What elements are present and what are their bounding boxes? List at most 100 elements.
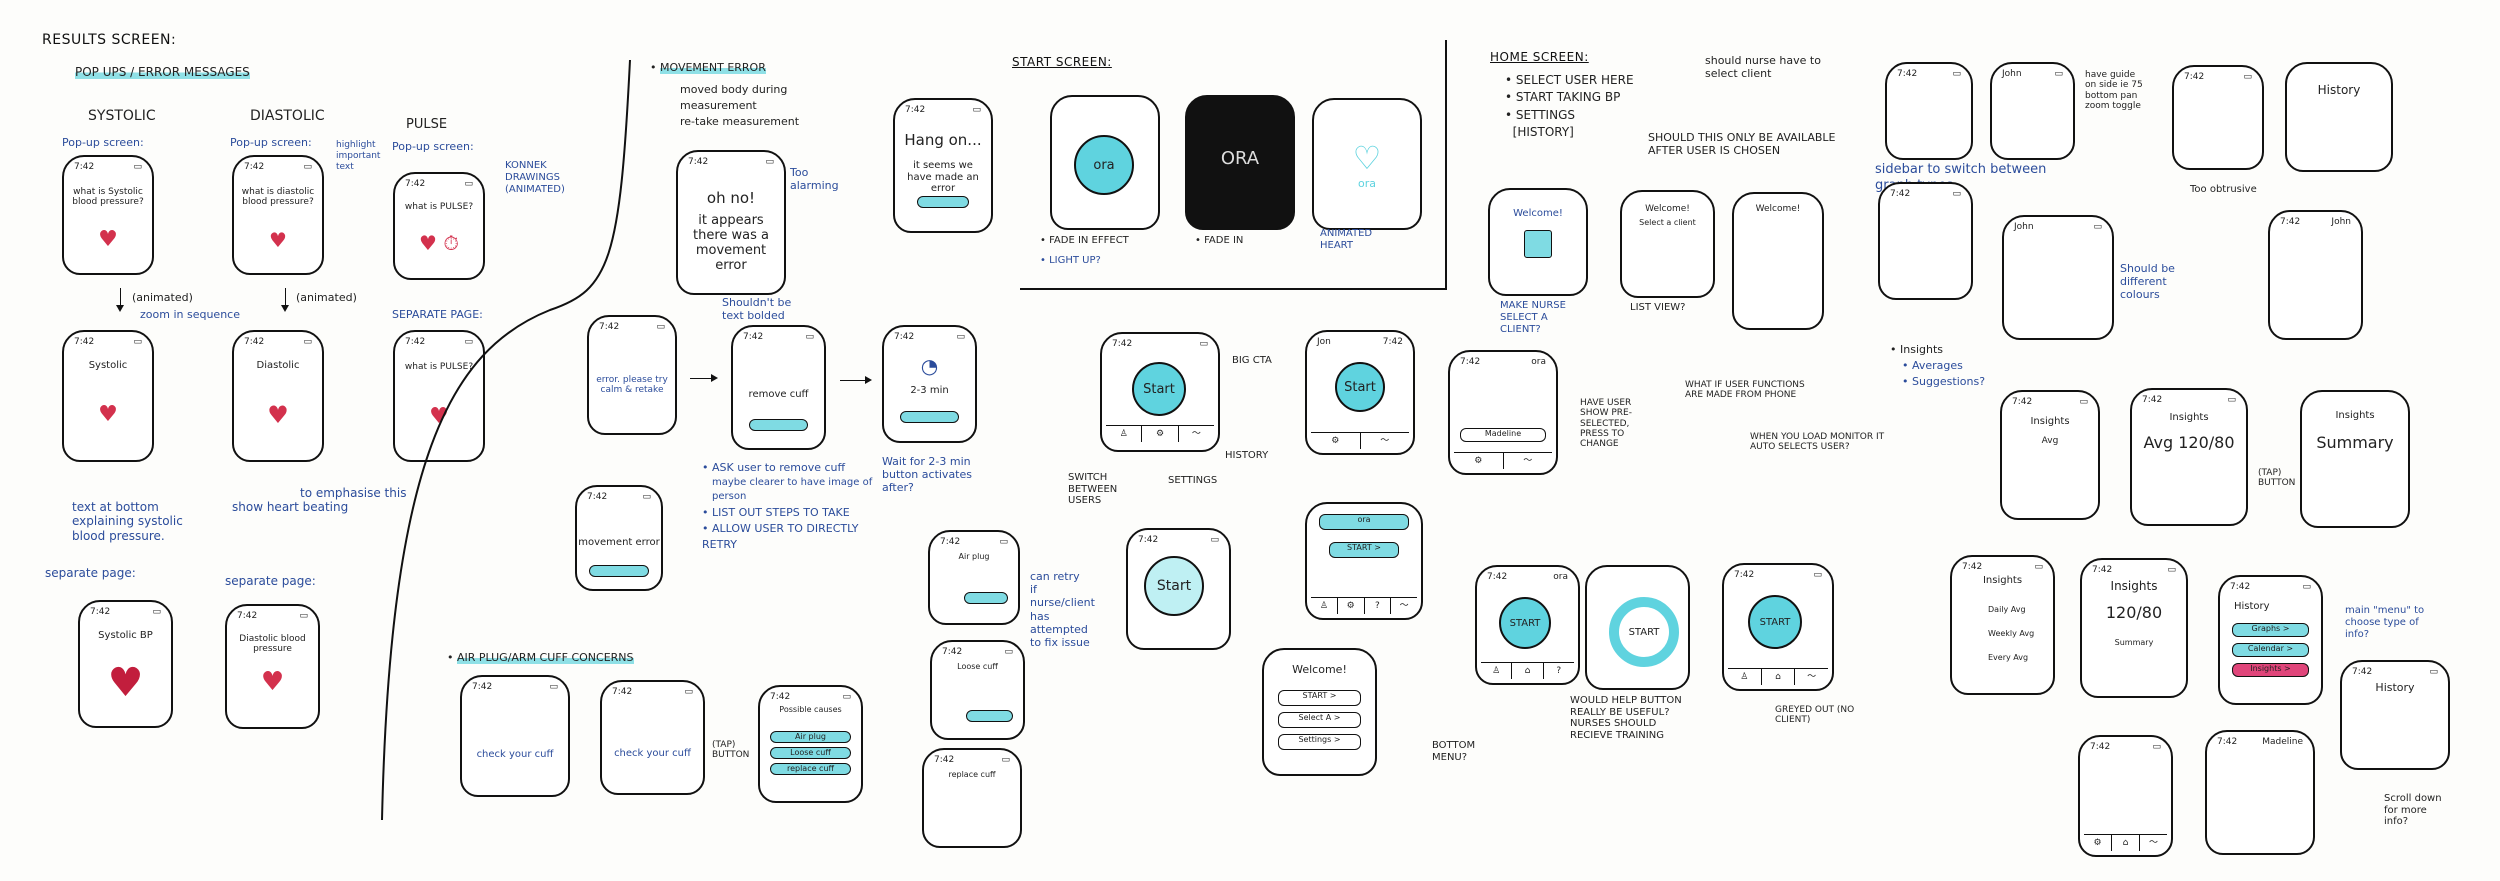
retry-button[interactable] bbox=[917, 196, 969, 208]
history-scroll-phone: 7:42▭ History bbox=[2340, 660, 2450, 770]
user-icon[interactable]: ♙ bbox=[1311, 598, 1338, 614]
loose-cuff-button[interactable]: Loose cuff bbox=[770, 747, 851, 759]
retry-button[interactable] bbox=[900, 411, 959, 423]
history-icon[interactable]: 〜 bbox=[1807, 672, 1817, 682]
diastolic-zoom-phone: 7:42▭ Diastolic ♥ bbox=[232, 330, 324, 462]
ask-user-bullets: • ASK user to remove cuff maybe clearer … bbox=[702, 461, 873, 551]
gear-icon[interactable]: ⚙ bbox=[1142, 426, 1179, 442]
graph-nav-phone: 7:42▭ ⚙⌂〜 bbox=[2078, 735, 2173, 857]
systolic-popup-phone: 7:42▭ what is Systolic blood pressure? ♥ bbox=[62, 155, 154, 275]
gear-icon[interactable]: ⚙ bbox=[2084, 835, 2112, 851]
airplug-heading: • AIR PLUG/ARM CUFF CONCERNS bbox=[447, 651, 634, 664]
scroll-note: Scroll down for more info? bbox=[2384, 793, 2442, 827]
popup-label-3: Pop-up screen: bbox=[392, 140, 474, 153]
continue-button[interactable] bbox=[749, 419, 808, 431]
calendar-button[interactable]: Calendar > bbox=[2232, 643, 2309, 657]
heart-icon: ♥ bbox=[429, 404, 449, 429]
systolic-popup-text: what is Systolic blood pressure? bbox=[72, 187, 144, 208]
sidebar-graph-phone: 7:42▭ bbox=[1878, 182, 1973, 300]
start-arrow-phone: ora START > ♙⚙?〜 bbox=[1305, 502, 1423, 620]
summary-phone: Insights Summary bbox=[2300, 390, 2410, 528]
start-button[interactable]: Start bbox=[1132, 362, 1186, 416]
bottom-nav: ♙⚙ 〜 bbox=[1106, 425, 1214, 442]
welcome-select-phone: Welcome! bbox=[1488, 188, 1588, 296]
pulse-popup-text: what is PULSE? bbox=[404, 202, 474, 212]
heart-icon: ♥ bbox=[269, 228, 287, 252]
pulse-page-phone: 7:42▭ what is PULSE? ♥ bbox=[393, 330, 485, 462]
select-a-button[interactable]: Select A > bbox=[1278, 712, 1361, 728]
history-icon[interactable]: 〜 bbox=[1523, 456, 1533, 466]
user-icon[interactable]: ♙ bbox=[1106, 426, 1143, 442]
diastolic-popup-phone: 7:42▭ what is diastolic blood pressure? … bbox=[232, 155, 324, 275]
air-plug-button[interactable]: Air plug bbox=[770, 731, 851, 743]
when-load-note: WHEN YOU LOAD MONITOR IT AUTO SELECTS US… bbox=[1750, 432, 1885, 453]
gear-icon[interactable]: ⚙ bbox=[1454, 453, 1504, 469]
retry-button[interactable] bbox=[589, 565, 649, 577]
light-up-label: • LIGHT UP? bbox=[1040, 255, 1101, 266]
settings-button[interactable]: Settings > bbox=[1278, 734, 1361, 750]
history-icon[interactable]: 〜 bbox=[1399, 601, 1409, 611]
check-cuff-phone-1: 7:42▭ check your cuff bbox=[460, 675, 570, 797]
heart-icon: ♥ bbox=[98, 402, 118, 427]
home-bullets: • SELECT USER HERE • START TAKING BP • S… bbox=[1505, 73, 1634, 140]
history-icon[interactable]: 〜 bbox=[1380, 436, 1390, 446]
insights-list-phone: 7:42▭ Insights Avg bbox=[2000, 390, 2100, 520]
bottom-menu-note: BOTTOM MENU? bbox=[1432, 740, 1476, 763]
too-alarming-note: Too alarming bbox=[790, 166, 839, 193]
error-pic-phone: 7:42▭ error. please try calm & retake bbox=[587, 315, 677, 435]
heart-icon: ♥ bbox=[98, 227, 118, 252]
can-retry-note: can retry if nurse/client has attempted … bbox=[1030, 570, 1095, 649]
insights-avg-phone: 7:42▭ Insights Avg 120/80 bbox=[2130, 388, 2248, 526]
greyed-note: GREYED OUT (NO CLIENT) bbox=[1775, 705, 1855, 726]
graphs-button[interactable]: Graphs > bbox=[2232, 623, 2309, 637]
heart-icon: ♥ bbox=[107, 660, 144, 706]
konnek-note: KONNEK DRAWINGS (ANIMATED) bbox=[505, 160, 565, 195]
retry-button[interactable] bbox=[964, 592, 1008, 604]
home-icon[interactable]: ⌂ bbox=[1512, 663, 1544, 679]
replace-cuff-button[interactable]: replace cuff bbox=[770, 763, 851, 775]
start-arrow-button[interactable]: START > bbox=[1278, 690, 1361, 706]
separate-page-label-caps: SEPARATE PAGE: bbox=[392, 308, 483, 321]
retry-button[interactable] bbox=[966, 710, 1013, 722]
help-icon[interactable]: ? bbox=[1365, 598, 1392, 614]
help-icon[interactable]: ? bbox=[1556, 666, 1562, 676]
user-icon[interactable]: ♙ bbox=[1728, 669, 1762, 685]
start-button[interactable]: Start bbox=[1335, 362, 1385, 412]
gear-icon[interactable]: ⚙ bbox=[1338, 598, 1365, 614]
big-cta-label: BIG CTA bbox=[1232, 355, 1272, 366]
remove-cuff-phone: 7:42▭ remove cuff bbox=[731, 325, 826, 450]
switch-users-label: SWITCH BETWEEN USERS bbox=[1068, 472, 1118, 506]
gear-icon[interactable]: ⚙ bbox=[1311, 433, 1361, 449]
home-icon[interactable]: ⌂ bbox=[1762, 669, 1796, 685]
start-arrow-button[interactable]: START > bbox=[1329, 542, 1399, 558]
start-nav-phone-2: START bbox=[1585, 565, 1690, 690]
hang-on-phone: 7:42▭ Hang on... it seems we have made a… bbox=[893, 98, 993, 233]
history-menu-phone: 7:42▭ History Graphs > Calendar > Insigh… bbox=[2218, 575, 2323, 705]
systolic-zoom-phone: 7:42▭ Systolic ♥ bbox=[62, 330, 154, 462]
diastolic-bp-phone: 7:42▭ Diastolic blood pressure ♥ bbox=[225, 604, 320, 729]
wait-phone: 7:42▭ ◔ 2-3 min bbox=[882, 325, 977, 443]
fade-effect-label: • FADE IN EFFECT bbox=[1040, 235, 1129, 246]
user-icon[interactable]: ♙ bbox=[1481, 663, 1513, 679]
grid-phone: Welcome! bbox=[1732, 192, 1824, 330]
history-icon[interactable]: 〜 bbox=[2148, 838, 2158, 848]
settings-label: SETTINGS bbox=[1168, 475, 1218, 486]
insights-button[interactable]: Insights > bbox=[2232, 663, 2309, 677]
select-client-button[interactable] bbox=[1524, 230, 1552, 258]
systolic-label: SYSTOLIC bbox=[88, 108, 156, 124]
replace-cuff-phone: 7:42▭ replace cuff bbox=[922, 748, 1022, 848]
welcome-menu-phone: Welcome! START > Select A > Settings > bbox=[1262, 648, 1377, 776]
popup-label-1: Pop-up screen: bbox=[62, 136, 144, 149]
heart-icon: ♥ ⏱ bbox=[419, 231, 459, 255]
history-graph-phone: 7:42▭ bbox=[2172, 65, 2264, 170]
should-be-note: Should be different colours bbox=[2120, 262, 2175, 302]
home-icon[interactable]: ⌂ bbox=[2112, 835, 2140, 851]
would-help-note: WOULD HELP BUTTON REALLY BE USEFUL? NURS… bbox=[1570, 695, 1682, 741]
text-bottom-note: text at bottom explaining systolic blood… bbox=[72, 500, 183, 543]
heart-icon: ♥ bbox=[267, 401, 289, 429]
timer-icon: ◔ bbox=[920, 354, 939, 378]
history-icon[interactable]: 〜 bbox=[1191, 429, 1201, 439]
